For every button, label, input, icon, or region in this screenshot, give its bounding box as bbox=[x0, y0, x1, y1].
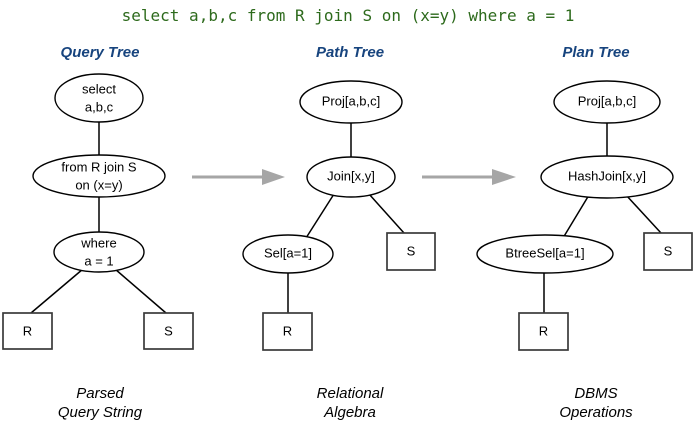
node-relation-s-path[interactable] bbox=[386, 232, 436, 271]
node-relation-r-plan-label: R bbox=[539, 323, 548, 338]
column-header-query-tree: Query Tree bbox=[60, 44, 140, 61]
node-relation-r-query[interactable] bbox=[2, 312, 53, 350]
edge-join-to-sel-plan bbox=[562, 194, 590, 239]
node-from-join[interactable] bbox=[32, 154, 166, 198]
caption-path-tree-line2: Algebra bbox=[324, 404, 376, 421]
node-btreesel-plan-label: BtreeSel[a=1] bbox=[505, 245, 584, 260]
column-header-path-tree: Path Tree bbox=[315, 44, 385, 61]
column-header-plan-tree: Plan Tree bbox=[562, 44, 630, 61]
node-relation-r-plan[interactable] bbox=[518, 312, 569, 351]
path-tree-group: Proj[a,b,c] Join[x,y] Sel[a=1] S R bbox=[242, 80, 436, 351]
node-relation-r-path-label: R bbox=[283, 323, 292, 338]
edge-where-to-r bbox=[30, 268, 84, 314]
node-sel-path[interactable] bbox=[242, 234, 334, 274]
caption-plan-tree-line2: Operations bbox=[559, 404, 633, 421]
plan-tree-group: Proj[a,b,c] HashJoin[x,y] BtreeSel[a=1] … bbox=[476, 80, 693, 351]
caption-path-tree: Relational Algebra bbox=[250, 384, 450, 422]
query-tree-group: select a,b,c from R join S on (x=y) wher… bbox=[2, 73, 194, 350]
node-proj-plan[interactable] bbox=[553, 80, 661, 124]
node-proj-path-label: Proj[a,b,c] bbox=[322, 93, 381, 108]
arrow-path-to-plan-head bbox=[492, 169, 516, 185]
node-from-join-line2: on (x=y) bbox=[75, 177, 122, 192]
node-select-line2: a,b,c bbox=[85, 99, 114, 114]
node-relation-r-path[interactable] bbox=[262, 312, 313, 351]
caption-path-tree-line1: Relational bbox=[316, 385, 384, 402]
caption-plan-tree: DBMS Operations bbox=[496, 384, 696, 422]
node-select[interactable] bbox=[54, 73, 144, 123]
caption-query-tree: Parsed Query String bbox=[0, 384, 200, 422]
node-hashjoin-plan-label: HashJoin[x,y] bbox=[568, 168, 646, 183]
edge-where-to-s bbox=[114, 268, 167, 314]
node-sel-path-label: Sel[a=1] bbox=[264, 245, 312, 260]
node-relation-s-plan-label: S bbox=[664, 243, 673, 258]
edge-join-to-sel-path bbox=[305, 193, 335, 239]
node-where-line1: where bbox=[80, 235, 116, 250]
edge-join-to-s-plan bbox=[625, 194, 662, 234]
arrow-path-to-plan bbox=[422, 169, 516, 185]
caption-plan-tree-line1: DBMS bbox=[574, 385, 618, 402]
node-relation-s-path-label: S bbox=[407, 243, 416, 258]
node-where[interactable] bbox=[53, 231, 145, 273]
node-btreesel-plan[interactable] bbox=[476, 234, 614, 274]
node-join-path[interactable] bbox=[306, 156, 396, 198]
node-where-line2: a = 1 bbox=[84, 253, 113, 268]
node-relation-r-query-label: R bbox=[23, 323, 32, 338]
node-hashjoin-plan[interactable] bbox=[540, 155, 674, 199]
node-from-join-line1: from R join S bbox=[61, 159, 136, 174]
node-relation-s-query-label: S bbox=[164, 323, 173, 338]
node-proj-path[interactable] bbox=[299, 80, 403, 124]
caption-query-tree-line2: Query String bbox=[57, 404, 143, 421]
node-relation-s-query[interactable] bbox=[143, 312, 194, 350]
arrow-query-to-path bbox=[192, 169, 285, 185]
edge-join-to-s-path bbox=[368, 193, 405, 234]
node-join-path-label: Join[x,y] bbox=[327, 168, 375, 183]
node-relation-s-plan[interactable] bbox=[643, 232, 693, 271]
node-proj-plan-label: Proj[a,b,c] bbox=[578, 93, 637, 108]
arrow-query-to-path-head bbox=[262, 169, 285, 185]
query-string-title: select a,b,c from R join S on (x=y) wher… bbox=[121, 6, 575, 25]
node-select-line1: select bbox=[82, 81, 116, 96]
caption-query-tree-line1: Parsed bbox=[76, 385, 124, 402]
